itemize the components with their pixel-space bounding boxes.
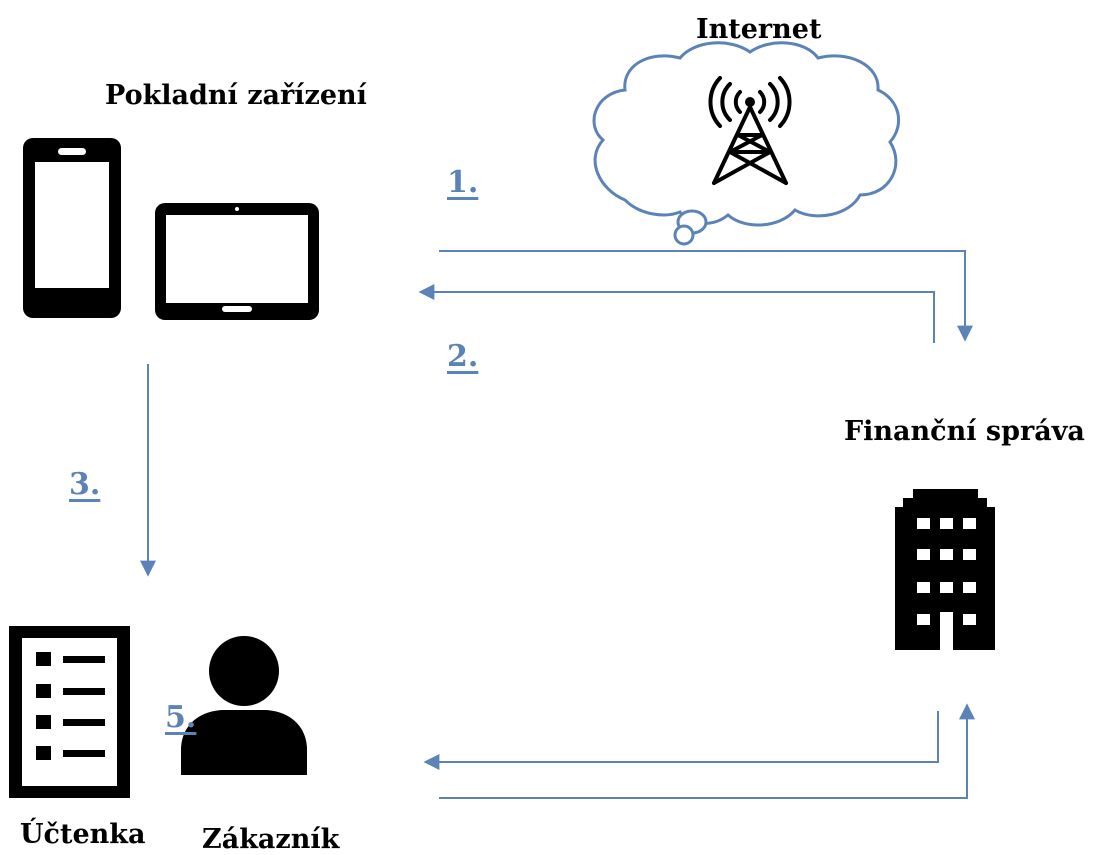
step-3-label: 3. [69,467,101,502]
arrow-financial-to-customer [423,711,939,770]
arrow-customer-to-financial [439,703,975,799]
arrow-step2-to-device [418,284,935,343]
tablet-icon [155,203,319,320]
person-icon [181,636,307,775]
step-5-label: 5. [165,700,197,735]
cash-register-label: Pokladní zařízení [105,80,367,111]
customer-label: Zákazník [202,824,340,855]
step-1-label: 1. [447,165,479,200]
antenna-tower-icon [708,76,792,185]
flow-arrows [140,250,975,799]
internet-label: Internet [696,14,822,45]
smartphone-icon [23,138,121,318]
financial-admin-label: Finanční správa [844,416,1085,447]
building-icon [895,489,995,650]
step-2-label: 2. [447,339,479,374]
arrow-step1-to-financial [439,250,973,342]
receipt-label: Účtenka [20,819,146,850]
receipt-list-icon [9,626,130,798]
